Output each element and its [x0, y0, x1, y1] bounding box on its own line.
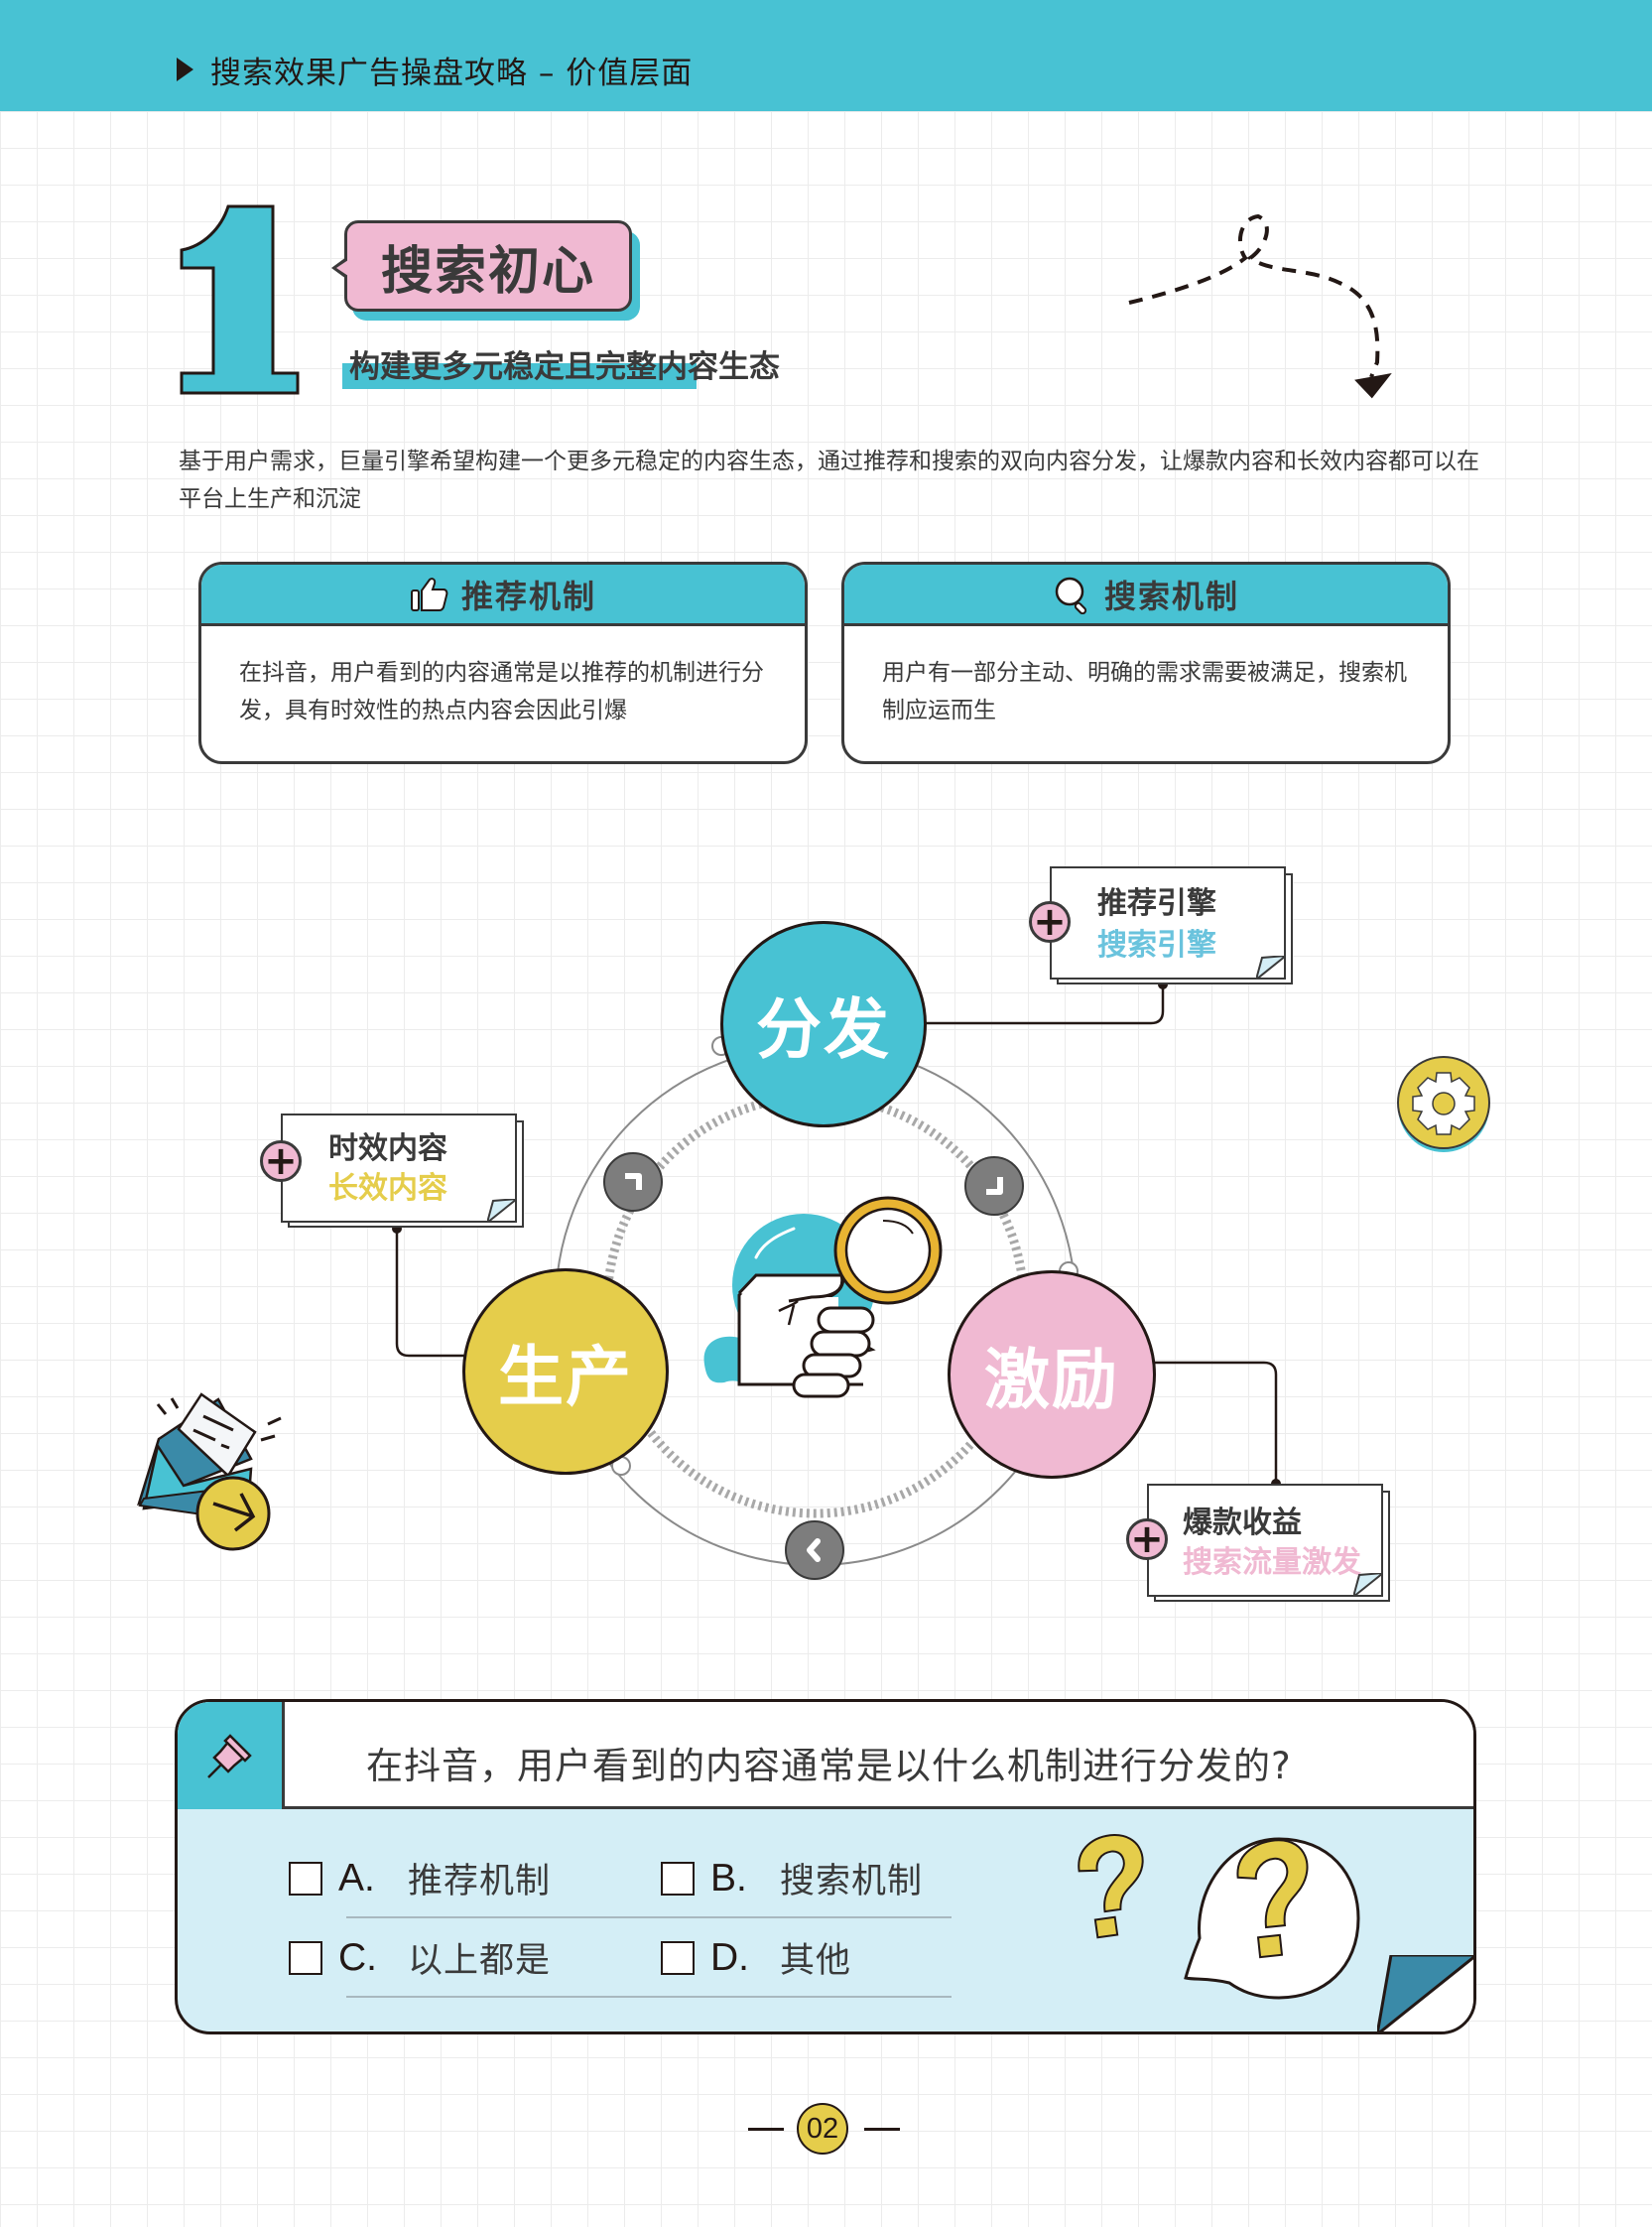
question-marks-icon [1078, 1834, 1360, 2000]
header-bar: 搜索效果广告操盘攻略 – 价值层面 [0, 0, 1652, 111]
card-body: 在抖音，用户看到的内容通常是以推荐的机制进行分发，具有时效性的热点内容会因此引爆 [239, 660, 764, 723]
option-label: 其他 [780, 1941, 852, 1981]
note-line2: 长效内容 [328, 1171, 447, 1206]
quiz-card: 在抖音，用户看到的内容通常是以什么机制进行分发的? A. 推荐机制 B. 搜索机… [175, 1699, 1476, 2034]
quiz-option-b[interactable]: B. 搜索机制 [661, 1853, 923, 1903]
note-line1: 时效内容 [328, 1131, 447, 1166]
header-title: 搜索效果广告操盘攻略 – 价值层面 [210, 56, 694, 91]
page-curl-icon [487, 1199, 517, 1223]
page-curl-icon [1256, 956, 1286, 980]
checkbox[interactable] [661, 1861, 695, 1896]
checkbox[interactable] [661, 1940, 695, 1975]
card-recommendation: 推荐机制 在抖音，用户看到的内容通常是以推荐的机制进行分发，具有时效性的热点内容… [198, 562, 808, 764]
subtitle-highlight [342, 363, 697, 389]
option-letter: C. [338, 1935, 377, 1979]
search-icon [1055, 577, 1087, 614]
page-fold-icon [1377, 1955, 1473, 2031]
card-title: 搜索机制 [1103, 577, 1239, 615]
option-letter: D. [710, 1935, 749, 1979]
card-header: 推荐机制 [201, 565, 805, 626]
dashed-curve-arrow-icon [1128, 213, 1392, 399]
quiz-icon-box [178, 1702, 285, 1809]
note-line2: 搜索流量激发 [1183, 1545, 1361, 1580]
checkbox[interactable] [289, 1861, 322, 1896]
plus-icon: + [1029, 901, 1071, 943]
section-number [174, 198, 303, 401]
plus-icon: + [1126, 1518, 1168, 1560]
quiz-option-c[interactable]: C. 以上都是 [289, 1932, 551, 1983]
card-body: 用户有一部分主动、明确的需求需要被满足，搜索机制应运而生 [882, 660, 1407, 723]
note-line1: 爆款收益 [1183, 1506, 1302, 1540]
quiz-header: 在抖音，用户看到的内容通常是以什么机制进行分发的? [178, 1702, 1473, 1809]
note-line1: 推荐引擎 [1097, 886, 1216, 921]
option-label: 搜索机制 [780, 1862, 924, 1901]
pushpin-icon [206, 1734, 252, 1778]
hand-magnifier-icon [703, 1196, 943, 1398]
gear-icon [1397, 1056, 1490, 1152]
node-produce: 生产 [462, 1268, 669, 1475]
section-subtitle: 构建更多元稳定且完整内容生态 [349, 349, 780, 385]
footer-dash-right [864, 2128, 900, 2131]
option-letter: A. [338, 1856, 375, 1900]
quiz-option-d[interactable]: D. 其他 [661, 1932, 851, 1983]
option-divider [346, 1996, 952, 1998]
option-label: 推荐机制 [408, 1862, 552, 1901]
card-search: 搜索机制 用户有一部分主动、明确的需求需要被满足，搜索机制应运而生 [841, 562, 1451, 764]
note-incentive: 爆款收益 搜索流量激发 [1147, 1484, 1383, 1597]
footer-dash-left [748, 2128, 784, 2131]
page-number: 02 [797, 2103, 848, 2155]
card-header: 搜索机制 [844, 565, 1448, 626]
arrow-bottom-left-icon [785, 1520, 844, 1580]
node-label: 分发 [756, 991, 891, 1068]
node-label: 生产 [498, 1339, 633, 1415]
intro-paragraph: 基于用户需求，巨量引擎希望构建一个更多元稳定的内容生态，通过推荐和搜索的双向内容… [179, 449, 1479, 512]
option-divider [346, 1916, 952, 1918]
node-incentive: 激励 [948, 1270, 1156, 1479]
card-title: 推荐机制 [460, 577, 596, 615]
plus-icon: + [260, 1140, 302, 1182]
note-produce: 时效内容 长效内容 [281, 1114, 517, 1223]
note-line2: 搜索引擎 [1097, 928, 1216, 963]
node-label: 激励 [984, 1342, 1119, 1418]
checkbox[interactable] [289, 1940, 322, 1975]
section-title-bubble: 搜索初心 [331, 220, 632, 312]
arrow-upper-right-icon [964, 1156, 1024, 1216]
page-curl-icon [1353, 1573, 1383, 1597]
node-distribute: 分发 [720, 921, 927, 1127]
play-triangle-icon [177, 58, 193, 81]
arrow-upper-left-icon [603, 1152, 663, 1212]
quiz-question: 在抖音，用户看到的内容通常是以什么机制进行分发的? [366, 1745, 1292, 1787]
option-letter: B. [710, 1856, 747, 1900]
section-title: 搜索初心 [380, 241, 595, 302]
option-label: 以上都是 [408, 1941, 552, 1981]
note-distribute: 推荐引擎 搜索引擎 [1050, 866, 1286, 980]
quiz-option-a[interactable]: A. 推荐机制 [289, 1853, 551, 1903]
thumbs-up-icon [410, 577, 448, 611]
envelope-arrow-icon [137, 1392, 282, 1551]
